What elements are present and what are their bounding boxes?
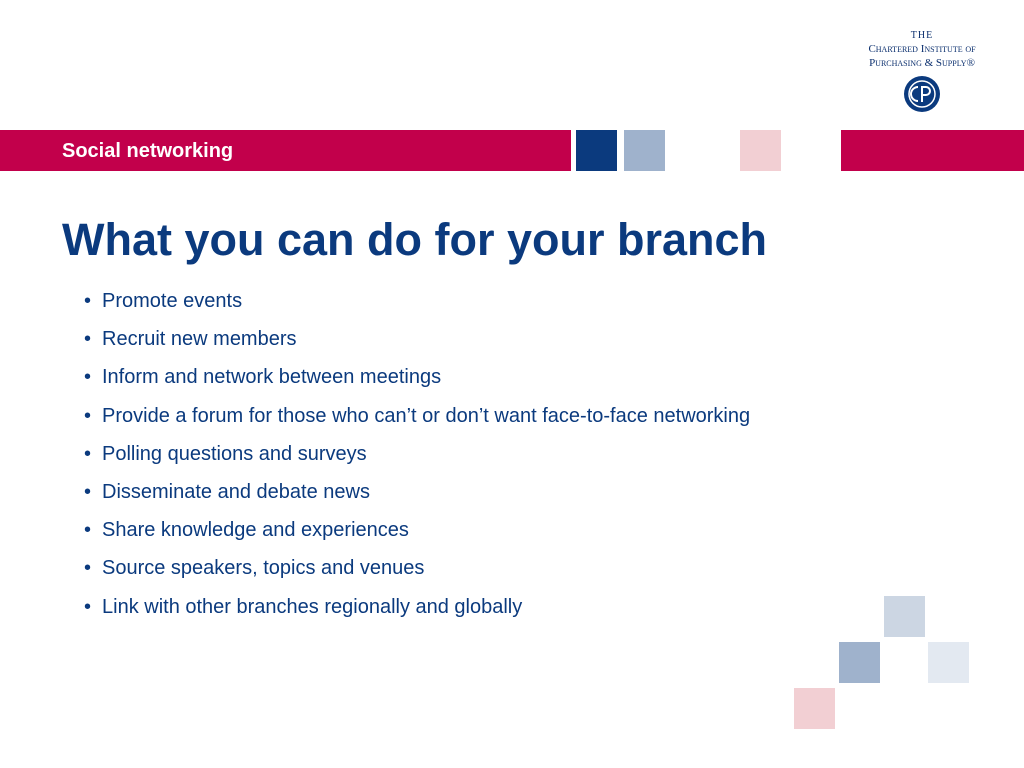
header-band-right	[841, 130, 1024, 171]
bullet-item: Polling questions and surveys	[84, 440, 884, 478]
slide-title: What you can do for your branch	[62, 214, 768, 265]
bullet-item: Promote events	[84, 287, 884, 325]
logo-line-purchasing: Purchasing & Supply®	[869, 57, 975, 69]
section-title: Social networking	[62, 140, 234, 162]
logo-line-institute: Chartered Institute of	[868, 43, 976, 55]
bullet-item: Inform and network between meetings	[84, 363, 884, 401]
decor-square-pink	[740, 130, 781, 171]
decor-square-faint-blue	[928, 642, 969, 683]
cips-seal-icon	[904, 76, 940, 112]
bullet-item: Provide a forum for those who can’t or d…	[84, 402, 884, 440]
bullet-item: Source speakers, topics and venues	[84, 554, 884, 592]
bullet-item: Link with other branches regionally and …	[84, 593, 884, 631]
decor-square-pale-blue	[884, 596, 925, 637]
bullet-list: Promote events Recruit new members Infor…	[84, 287, 884, 631]
bullet-item: Recruit new members	[84, 325, 884, 363]
bullet-item: Disseminate and debate news	[84, 478, 884, 516]
header-band: Social networking	[0, 130, 571, 171]
bullet-item: Share knowledge and experiences	[84, 516, 884, 554]
logo-line-the: THE	[910, 30, 934, 41]
decor-square-blue	[624, 130, 665, 171]
decor-square-light-pink	[794, 688, 835, 729]
decor-square-navy	[576, 130, 617, 171]
decor-square-mid-blue	[839, 642, 880, 683]
cips-logo: THE Chartered Institute of Purchasing & …	[852, 30, 992, 113]
